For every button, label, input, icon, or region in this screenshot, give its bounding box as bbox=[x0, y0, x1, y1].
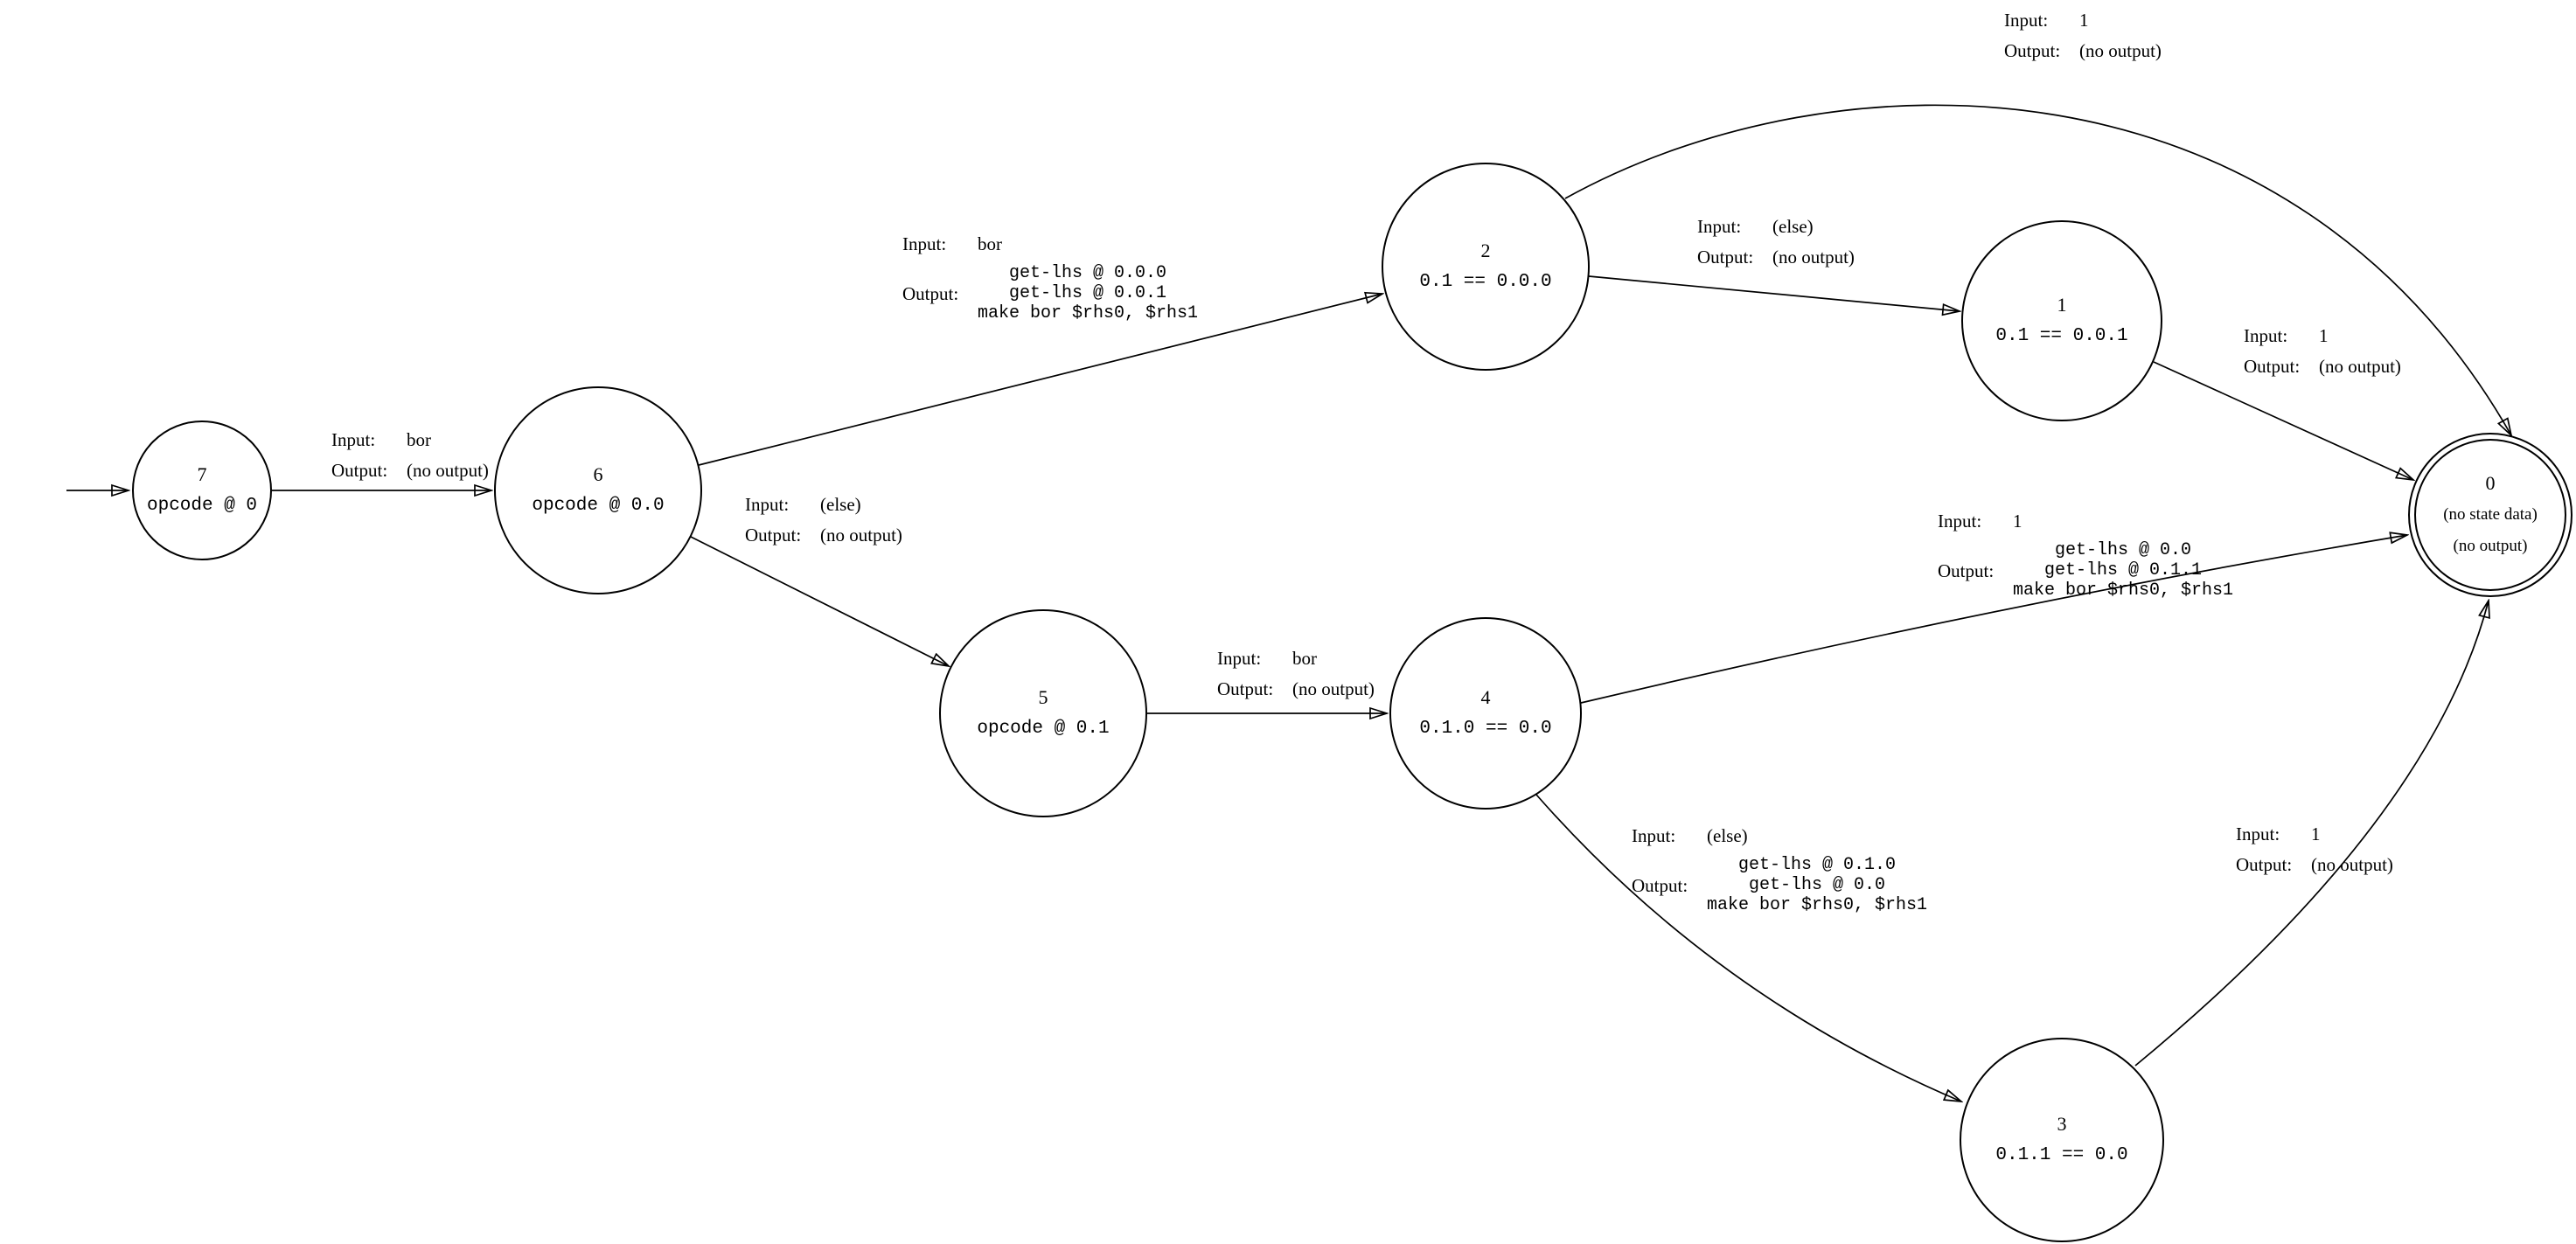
state-1-data: 0.1 == 0.0.1 bbox=[1995, 326, 2128, 346]
edge-label-4-3: Input: (else) Output: get-lhs @ 0.1.0 get… bbox=[1632, 824, 1927, 915]
input-value: 1 bbox=[2079, 10, 2089, 31]
state-2-number: 2 bbox=[1480, 240, 1491, 261]
edge-2-1 bbox=[1588, 275, 1960, 311]
output-code-block: get-lhs @ 0.1.0 get-lhs @ 0.0 make bor $… bbox=[1707, 855, 1927, 915]
state-5-number: 5 bbox=[1038, 686, 1048, 708]
state-1: 1 0.1 == 0.0.1 bbox=[1961, 220, 2162, 421]
edge-4-3 bbox=[1535, 794, 1961, 1102]
state-0-final: 0 (no state data) (no output) bbox=[2408, 433, 2573, 597]
output-code-line: get-lhs @ 0.0.1 bbox=[1009, 283, 1167, 303]
input-value: 1 bbox=[2013, 511, 2023, 532]
state-4-data: 0.1.0 == 0.0 bbox=[1419, 719, 1552, 739]
output-value: (no output) bbox=[407, 460, 489, 481]
state-4: 4 0.1.0 == 0.0 bbox=[1389, 617, 1582, 810]
edge-1-0 bbox=[2153, 361, 2413, 480]
output-value: (no output) bbox=[2311, 854, 2393, 875]
output-code-line: get-lhs @ 0.1.0 bbox=[1738, 855, 1897, 875]
input-key: Input: bbox=[2244, 325, 2288, 346]
input-key: Input: bbox=[1632, 825, 1676, 846]
edge-label-7-6: Input: bor Output: (no output) bbox=[331, 428, 489, 490]
output-key: Output: bbox=[1697, 247, 1754, 268]
edge-label-2-1: Input: (else) Output: (no output) bbox=[1697, 215, 1855, 276]
edge-2-0 bbox=[1564, 104, 2511, 435]
state-1-number: 1 bbox=[2057, 294, 2067, 316]
state-3-number: 3 bbox=[2057, 1113, 2067, 1135]
state-7-number: 7 bbox=[197, 463, 207, 485]
edge-label-6-2: Input: bor Output: get-lhs @ 0.0.0 get-lh… bbox=[902, 233, 1198, 323]
input-key: Input: bbox=[1217, 648, 1262, 669]
output-code-line: get-lhs @ 0.0.0 bbox=[1009, 263, 1167, 283]
state-6-data: opcode @ 0.0 bbox=[532, 496, 665, 516]
output-code-line: make bor $rhs0, $rhs1 bbox=[2013, 580, 2234, 601]
edge-label-1-0: Input: 1 Output: (no output) bbox=[2244, 324, 2401, 386]
state-3-data: 0.1.1 == 0.0 bbox=[1995, 1145, 2128, 1165]
state-0-inner-ring bbox=[2414, 439, 2566, 591]
output-value: (no output) bbox=[2079, 40, 2162, 61]
output-code-line: get-lhs @ 0.0 bbox=[2055, 540, 2192, 560]
input-key: Input: bbox=[2004, 10, 2049, 31]
input-value: bor bbox=[978, 233, 1002, 254]
state-2: 2 0.1 == 0.0.0 bbox=[1382, 163, 1590, 371]
input-value: bor bbox=[407, 429, 431, 450]
output-key: Output: bbox=[745, 525, 802, 546]
output-value: (no output) bbox=[1292, 678, 1375, 699]
edge-label-2-0: Input: 1 Output: (no output) bbox=[2004, 9, 2162, 70]
input-key: Input: bbox=[1938, 511, 1982, 532]
output-code-block: get-lhs @ 0.0 get-lhs @ 0.1.1 make bor $… bbox=[2013, 540, 2233, 601]
output-code-line: get-lhs @ 0.1.1 bbox=[2044, 560, 2203, 580]
state-5-data: opcode @ 0.1 bbox=[977, 719, 1110, 739]
state-7: 7 opcode @ 0 bbox=[132, 420, 272, 560]
input-key: Input: bbox=[745, 494, 790, 515]
edge-label-6-5: Input: (else) Output: (no output) bbox=[745, 493, 902, 554]
input-key: Input: bbox=[902, 233, 947, 254]
output-code-block: get-lhs @ 0.0.0 get-lhs @ 0.0.1 make bor… bbox=[978, 263, 1198, 323]
output-key: Output: bbox=[902, 282, 959, 304]
output-key: Output: bbox=[1938, 559, 1995, 581]
input-key: Input: bbox=[331, 429, 376, 450]
output-code-line: make bor $rhs0, $rhs1 bbox=[1707, 895, 1928, 915]
input-key: Input: bbox=[1697, 216, 1742, 237]
state-7-data: opcode @ 0 bbox=[146, 496, 258, 516]
input-value: bor bbox=[1292, 648, 1317, 669]
output-value: (no output) bbox=[2319, 356, 2401, 377]
output-key: Output: bbox=[1217, 678, 1274, 699]
edge-6-5 bbox=[690, 536, 949, 666]
edge-label-4-0: Input: 1 Output: get-lhs @ 0.0 get-lhs @ … bbox=[1938, 510, 2233, 601]
edge-3-0 bbox=[2134, 601, 2489, 1067]
state-5: 5 opcode @ 0.1 bbox=[939, 609, 1147, 817]
edge-6-2 bbox=[698, 294, 1382, 466]
output-key: Output: bbox=[2236, 854, 2293, 875]
state-4-number: 4 bbox=[1480, 686, 1491, 708]
state-6: 6 opcode @ 0.0 bbox=[494, 386, 702, 594]
output-value: (no output) bbox=[820, 525, 902, 546]
state-6-number: 6 bbox=[593, 463, 603, 485]
output-code-line: get-lhs @ 0.0 bbox=[1749, 875, 1886, 895]
input-value: (else) bbox=[1772, 216, 1814, 237]
state-2-data: 0.1 == 0.0.0 bbox=[1419, 272, 1552, 292]
output-value: (no output) bbox=[1772, 247, 1855, 268]
input-value: (else) bbox=[820, 494, 861, 515]
edge-label-3-0: Input: 1 Output: (no output) bbox=[2236, 823, 2393, 884]
output-key: Output: bbox=[2004, 40, 2061, 61]
state-3: 3 0.1.1 == 0.0 bbox=[1960, 1038, 2164, 1242]
output-code-line: make bor $rhs0, $rhs1 bbox=[978, 303, 1199, 323]
output-key: Output: bbox=[331, 460, 388, 481]
input-key: Input: bbox=[2236, 824, 2280, 844]
edge-4-0 bbox=[1580, 535, 2407, 704]
input-value: 1 bbox=[2311, 824, 2321, 844]
input-value: 1 bbox=[2319, 325, 2329, 346]
output-key: Output: bbox=[1632, 874, 1688, 896]
input-value: (else) bbox=[1707, 825, 1748, 846]
output-key: Output: bbox=[2244, 356, 2301, 377]
edge-label-5-4: Input: bor Output: (no output) bbox=[1217, 647, 1375, 708]
